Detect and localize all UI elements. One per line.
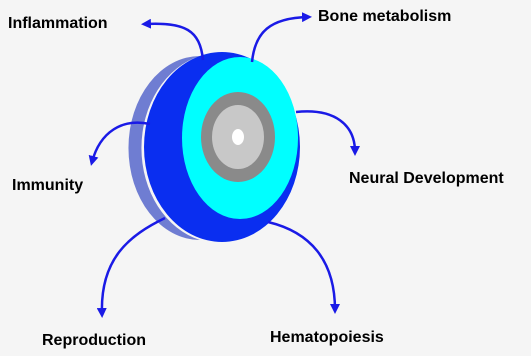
label-inflammation: Inflammation: [8, 15, 108, 33]
label-neural-development: Neural Development: [349, 170, 504, 188]
label-immunity: Immunity: [12, 177, 83, 195]
central-disc: [128, 52, 300, 242]
arrow-neural-development: [296, 111, 355, 152]
arrow-bone-metabolism: [252, 17, 308, 62]
label-reproduction: Reproduction: [42, 332, 146, 350]
label-bone-metabolism: Bone metabolism: [318, 8, 451, 26]
arrow-hematopoiesis: [268, 222, 335, 310]
label-hematopoiesis: Hematopoiesis: [270, 329, 384, 347]
arrow-inflammation: [145, 24, 203, 60]
center-dot: [232, 129, 244, 145]
arrow-reproduction: [102, 218, 165, 314]
